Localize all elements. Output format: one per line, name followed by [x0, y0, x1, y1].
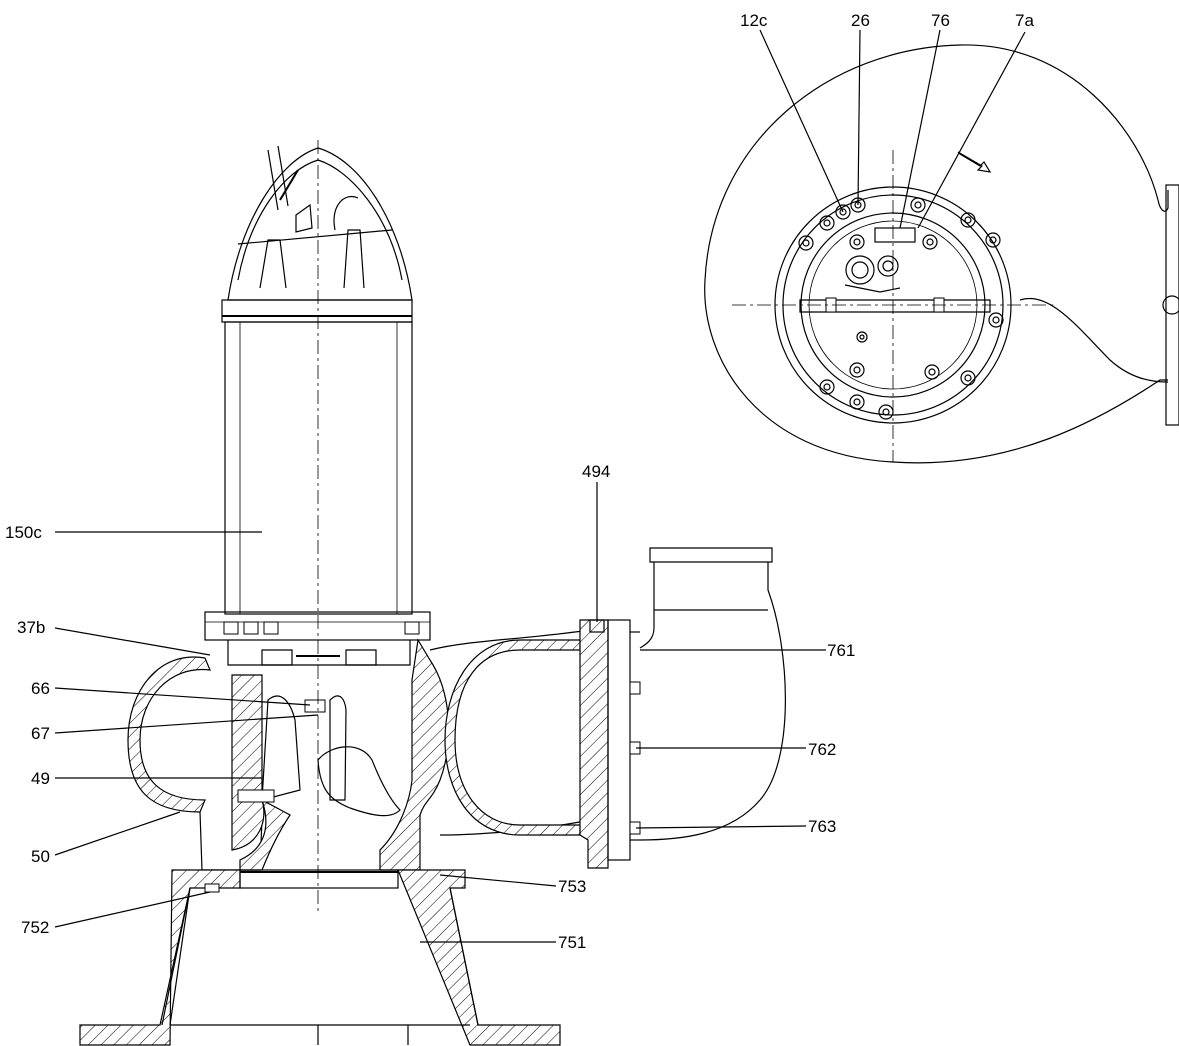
- callout-37b: 37b: [17, 618, 45, 637]
- callout-150c: 150c: [5, 523, 42, 542]
- callout-49: 49: [31, 769, 50, 788]
- callout-labels: 12c 26 76 7a 494 150c 37b 66 67 49 50 75…: [5, 11, 1034, 952]
- callout-26: 26: [851, 11, 870, 30]
- callout-751: 751: [558, 933, 586, 952]
- callout-50: 50: [31, 847, 50, 866]
- callout-494: 494: [582, 462, 610, 481]
- callout-76: 76: [931, 11, 950, 30]
- callout-12c: 12c: [740, 11, 768, 30]
- callout-753: 753: [558, 877, 586, 896]
- callout-7a: 7a: [1015, 11, 1034, 30]
- leader-lines: [54, 29, 1026, 943]
- callout-752: 752: [21, 918, 49, 937]
- callout-67: 67: [31, 724, 50, 743]
- callout-761: 761: [827, 641, 855, 660]
- side-view: [79, 140, 786, 1046]
- top-view: [704, 44, 1179, 464]
- callout-762: 762: [808, 740, 836, 759]
- callout-763: 763: [808, 817, 836, 836]
- callout-66: 66: [31, 679, 50, 698]
